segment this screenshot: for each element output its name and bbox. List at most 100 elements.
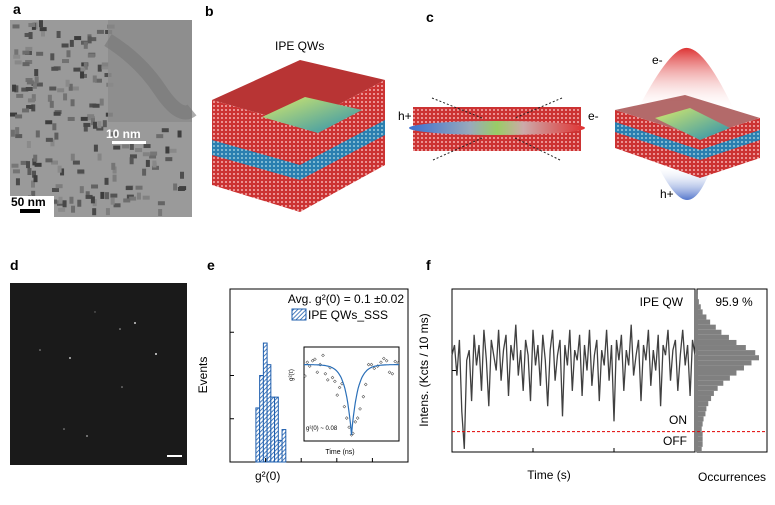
nanoplatelet	[169, 148, 177, 153]
nanoplatelet	[123, 198, 131, 203]
nanoplatelet	[145, 159, 150, 167]
nanoplatelet	[49, 86, 57, 91]
nanoplatelet	[92, 121, 97, 129]
nanoplatelet	[129, 142, 134, 150]
nanoplatelet	[87, 114, 95, 119]
nanoplatelet	[67, 116, 75, 121]
nanoplatelet	[151, 165, 159, 170]
nanoplatelet	[25, 46, 33, 51]
nanoplatelet	[15, 114, 23, 119]
e-xlabel: g²(0)	[255, 469, 280, 483]
e-ylabel: Events	[196, 357, 210, 394]
nanoplatelet	[122, 144, 130, 149]
nanoplatelet	[85, 191, 90, 199]
nanoplatelet	[85, 194, 93, 199]
nanoplatelet	[113, 145, 121, 150]
nanoplatelet	[130, 133, 138, 138]
occurrence-bar	[697, 345, 746, 351]
nanoplatelet	[14, 60, 22, 65]
panel-label-f: f	[426, 257, 431, 273]
nanoplatelet	[143, 144, 151, 149]
panel-label-e: e	[207, 257, 215, 273]
nanoplatelet	[16, 93, 24, 98]
nanoplatelet	[31, 104, 36, 112]
nanoplatelet	[12, 84, 17, 92]
g2-data-point	[305, 360, 310, 365]
nanoplatelet	[12, 169, 20, 174]
nanoplatelet	[22, 50, 30, 55]
qw-side-view	[409, 97, 585, 161]
occurrence-bar	[697, 304, 701, 310]
occurrence-bar	[697, 350, 756, 356]
nanoplatelet	[104, 177, 109, 185]
nanoplatelet	[31, 94, 36, 102]
nanoplatelet	[135, 185, 143, 190]
occurrence-bar	[697, 339, 737, 346]
nanoplatelet	[90, 196, 95, 204]
g2-data-point	[333, 379, 337, 384]
nanoplatelet	[52, 187, 60, 192]
pl-image	[10, 283, 187, 465]
nanoplatelet	[111, 162, 116, 170]
occurrence-bar	[697, 334, 729, 340]
f-ylabel: Intens. (Kcts / 10 ms)	[417, 313, 431, 426]
nanoplatelet	[142, 152, 150, 157]
nanoplatelet	[14, 49, 19, 57]
nanoplatelet	[13, 54, 21, 59]
tem-image	[10, 20, 197, 217]
nanoplatelet	[74, 36, 82, 41]
occurrence-bar	[697, 370, 737, 376]
nanoplatelet	[33, 154, 38, 162]
nanoplatelet	[110, 197, 115, 205]
nanoplatelet	[45, 158, 53, 163]
inset-scale-label: 10 nm	[106, 127, 141, 141]
qw-3d-illustration	[212, 60, 385, 212]
nanoplatelet	[70, 99, 75, 107]
g2-data-point	[315, 370, 320, 374]
inset-scale-bar	[112, 141, 146, 144]
nanoplatelet	[35, 82, 43, 87]
nanoplatelet	[157, 201, 165, 206]
nanoplatelet	[77, 199, 82, 207]
nanoplatelet	[28, 23, 36, 28]
occurrence-bar	[697, 395, 712, 402]
nanoplatelet	[58, 207, 66, 212]
histogram-bar	[270, 396, 276, 463]
occurrence-bar	[697, 314, 707, 320]
scale-label: 50 nm	[11, 195, 46, 209]
nanoplatelet	[26, 80, 34, 85]
nanoplatelet	[25, 59, 33, 64]
occ-xlabel: Occurrences	[698, 470, 766, 484]
g2-data-point	[303, 374, 307, 378]
g2-data-point	[344, 416, 349, 420]
nanoplatelet	[50, 160, 58, 165]
g2-data-point	[382, 356, 386, 361]
nanoplatelet	[35, 130, 40, 138]
nanoplatelet	[34, 162, 42, 167]
off-label: OFF	[663, 434, 687, 448]
occurrence-bar	[697, 360, 752, 366]
g2-data-point	[342, 404, 347, 409]
nanoplatelet	[165, 146, 170, 154]
occurrence-bar	[697, 421, 703, 427]
g2-data-point	[335, 393, 340, 397]
occurrence-bar	[697, 380, 724, 386]
histogram-bar	[277, 439, 283, 463]
nanoplatelet	[50, 139, 55, 147]
nanoplatelet	[15, 178, 20, 186]
g2-data-point	[347, 425, 351, 430]
nanoplatelet	[57, 88, 65, 93]
g2-data-point	[387, 370, 392, 374]
nanoplatelet	[55, 184, 63, 189]
nanoplatelet	[22, 62, 30, 67]
inset-frame	[303, 346, 400, 442]
nanoplatelet	[96, 29, 104, 34]
nanoplatelet	[96, 126, 104, 131]
nanoplatelet	[129, 157, 134, 165]
nanoplatelet	[62, 200, 67, 208]
nanoplatelet	[129, 154, 137, 159]
nanoplatelet	[39, 27, 47, 32]
nanoplatelet	[50, 53, 55, 61]
nanoplatelet	[90, 118, 95, 126]
trace-annotation: IPE QW	[640, 295, 684, 309]
